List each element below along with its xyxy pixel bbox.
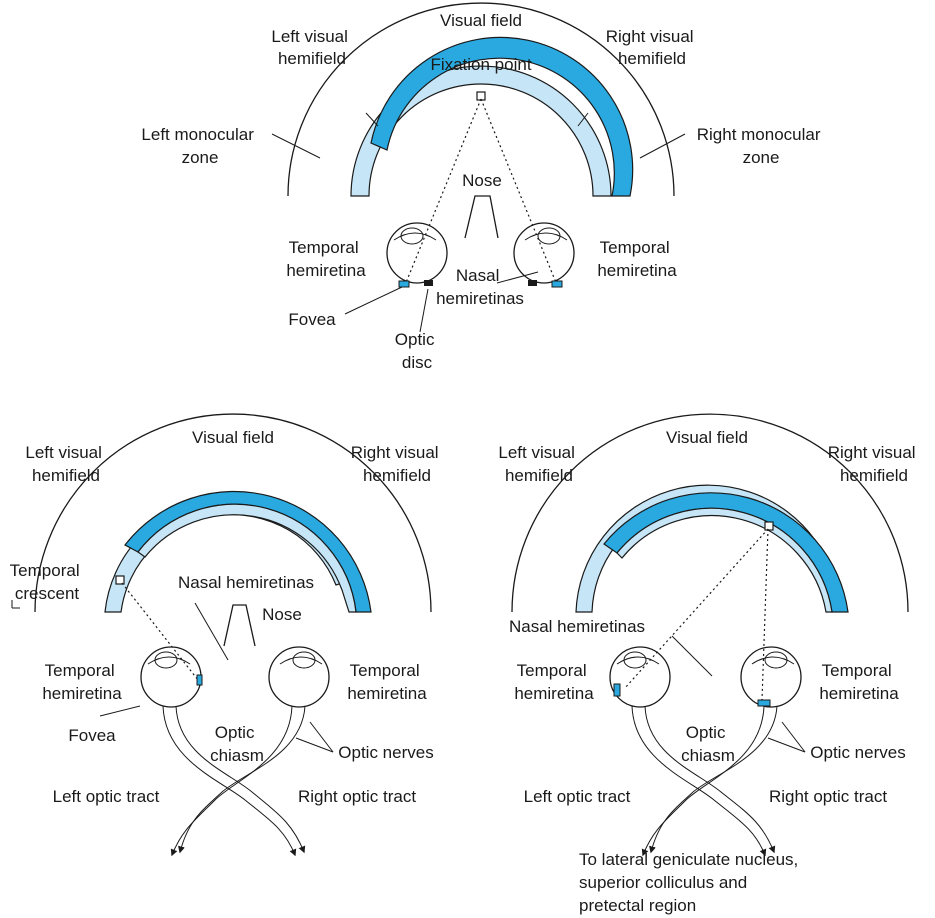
top-right-hemifield-label: Right visual hemifield [606, 27, 699, 68]
top-left-hemifield-label: Left visual hemifield [271, 27, 352, 68]
top-optic-disc-label: Optic disc [395, 330, 439, 372]
right-eye [740, 646, 802, 708]
top-fovea-label: Fovea [288, 310, 336, 329]
br-temporal-right-label: Temporal hemiretina [819, 661, 899, 703]
br-optic-nerves-label: Optic nerves [810, 743, 905, 762]
bl-temporal-crescent-label: Temporal crescent [10, 561, 85, 603]
left-eye [386, 222, 448, 288]
left-monocular-zone-label: Left monocular zone [141, 125, 258, 167]
bl-temporal-left-label: Temporal hemiretina [42, 661, 122, 703]
nose-outline [464, 195, 499, 239]
visual-field-arc [511, 413, 909, 613]
panel-bottom-right: Visual field Left visual hemifield Right… [498, 413, 921, 915]
bl-optic-chiasm-label: Optic chiasm [210, 723, 264, 765]
panel-bottom-left: Visual field Left visual hemifield Right… [10, 413, 444, 857]
bl-nasal-hemiretinas-label: Nasal hemiretinas [178, 573, 314, 592]
br-visual-field-label: Visual field [666, 428, 748, 447]
field-point-marker [764, 521, 774, 531]
top-nose-label: Nose [462, 171, 502, 190]
bl-fovea-label: Fovea [68, 726, 116, 745]
right-eye [268, 646, 330, 708]
nose-outline [223, 604, 256, 647]
temporal-crescent-marker [115, 575, 125, 585]
top-temporal-right-label: Temporal hemiretina [597, 238, 677, 280]
fixation-point-label: Fixation point [430, 55, 531, 74]
bl-temporal-right-label: Temporal hemiretina [347, 661, 427, 703]
br-temporal-left-label: Temporal hemiretina [514, 661, 594, 703]
bl-right-hemifield-label: Right visual hemifield [351, 443, 444, 485]
top-visual-field-label: Visual field [440, 11, 522, 30]
bl-left-tract-label: Left optic tract [53, 787, 160, 806]
fixation-point-marker [476, 91, 486, 101]
br-left-tract-label: Left optic tract [524, 787, 631, 806]
br-left-hemifield-label: Left visual hemifield [498, 443, 579, 485]
top-nasal-label: Nasal hemiretinas [436, 266, 524, 308]
br-right-tract-label: Right optic tract [769, 787, 887, 806]
br-optic-chiasm-label: Optic chiasm [681, 723, 735, 765]
bl-right-tract-label: Right optic tract [298, 787, 416, 806]
bl-optic-nerves-label: Optic nerves [338, 743, 433, 762]
br-nasal-hemiretinas-label: Nasal hemiretinas [509, 617, 645, 636]
right-eye [513, 222, 575, 288]
left-eye [609, 646, 671, 708]
panel-top: Visual field Left visual hemifield Right… [141, 2, 826, 372]
visual-field-arc [287, 2, 675, 197]
br-destination-label: To lateral geniculate nucleus, superior … [579, 850, 803, 915]
right-monocular-zone-label: Right monocular zone [697, 125, 826, 167]
left-eye [140, 646, 203, 708]
bl-nose-label: Nose [262, 605, 302, 624]
visual-field-arc [34, 413, 432, 613]
bl-left-hemifield-label: Left visual hemifield [25, 443, 106, 485]
top-temporal-left-label: Temporal hemiretina [286, 238, 366, 280]
bl-visual-field-label: Visual field [192, 428, 274, 447]
br-right-hemifield-label: Right visual hemifield [828, 443, 921, 485]
right-eye-field-band [370, 36, 634, 197]
